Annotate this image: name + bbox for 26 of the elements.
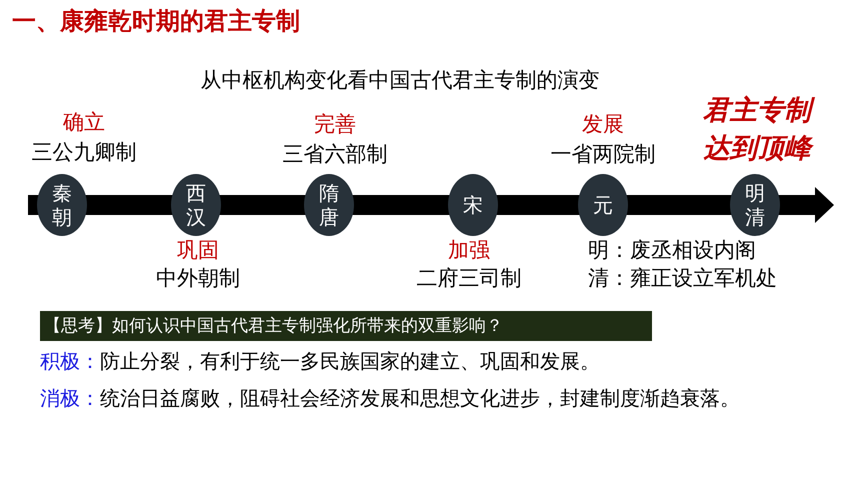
highlight-note: 君主专制达到顶峰 [695,92,819,168]
institution-label: 三省六部制 [282,142,388,166]
question-banner: 【思考】如何认识中国古代君主专制强化所带来的双重影响？ [40,311,652,341]
title: 一、康雍乾时期的君主专制 [12,8,300,36]
stage-label: 加强 [447,238,491,262]
stage-label: 巩固 [176,238,220,262]
point-label: 消极： [40,386,100,410]
stage-label: 完善 [313,112,357,136]
institution-label: 二府三司制 [416,266,522,290]
era-circle: 秦朝 [37,174,87,236]
stage-label: 发展 [581,112,625,136]
era-note: 清：雍正设立军机处 [588,266,777,290]
point-text: 统治日益腐败，阻碍社会经济发展和思想文化进步，封建制度渐趋衰落。 [100,386,740,410]
institution-label: 三公九卿制 [30,140,138,164]
era-circle: 宋 [448,174,498,236]
point-text: 防止分裂，有利于统一多民族国家的建立、巩固和发展。 [100,349,600,373]
stage-label: 确立 [62,110,106,134]
era-circle: 西汉 [171,174,221,236]
institution-label: 中外朝制 [155,266,241,290]
institution-label: 一省两院制 [550,142,656,166]
subtitle: 从中枢机构变化看中国古代君主专制的演变 [200,68,600,92]
point-label: 积极： [40,349,100,373]
era-note: 明：废丞相设内阁 [588,238,756,262]
era-circle: 元 [578,174,628,236]
era-circle: 隋唐 [304,174,354,236]
era-circle: 明清 [730,174,780,236]
